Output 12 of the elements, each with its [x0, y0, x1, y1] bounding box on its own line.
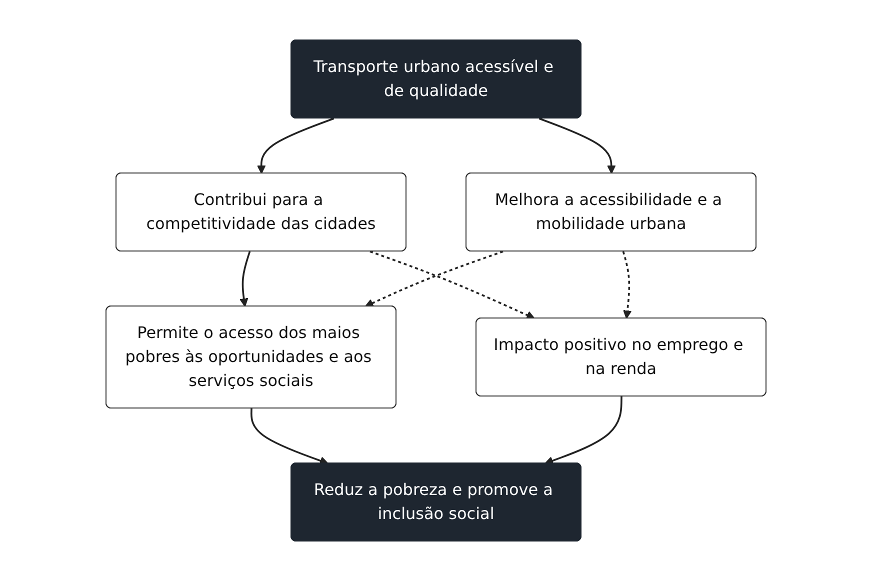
node-text: Contribui para a competitividade das cidades [146, 190, 376, 232]
node-text: Melhora a acessibilidade e a mobilidade urbana [494, 190, 722, 232]
node-text: Permite o acesso dos maios pobres às oportunidades e aos serviços sociais [125, 322, 372, 390]
arrow [240, 250, 251, 306]
node-text: Impacto positivo no emprego e na renda [494, 334, 744, 378]
arrow [544, 396, 622, 464]
arrow [538, 117, 616, 174]
arrow [256, 117, 334, 174]
arrow [622, 250, 632, 318]
arrow [364, 250, 504, 307]
arrow [250, 408, 328, 464]
arrow [370, 250, 535, 319]
